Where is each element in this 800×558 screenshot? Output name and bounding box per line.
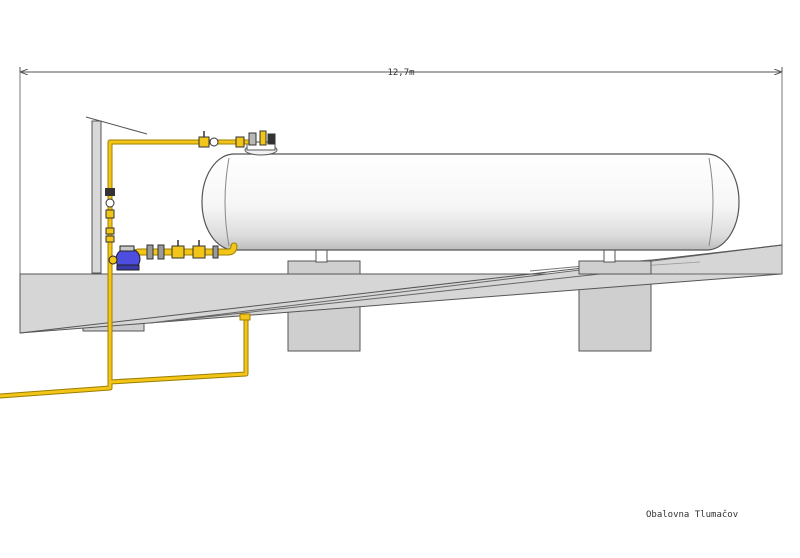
regulator-icon [235,130,276,148]
top-valves [198,130,276,148]
foundation-tops [287,260,652,275]
gate-valve-icon [171,240,185,259]
flanged-valves [146,240,219,260]
dimension-line: 12,7m [19,67,783,78]
drawing-credit: Obalovna Tlumačov [646,509,738,520]
gauge-icon [105,198,115,208]
ball-valve-icon [198,131,219,148]
pump-icon [108,245,141,271]
storage-tank [201,141,740,251]
check-valve-icon [192,240,206,259]
wall-mast [85,116,148,274]
dimension-label: 12,7m [387,68,414,78]
enclosure-frame [19,72,783,274]
vertical-instruments [105,188,115,243]
